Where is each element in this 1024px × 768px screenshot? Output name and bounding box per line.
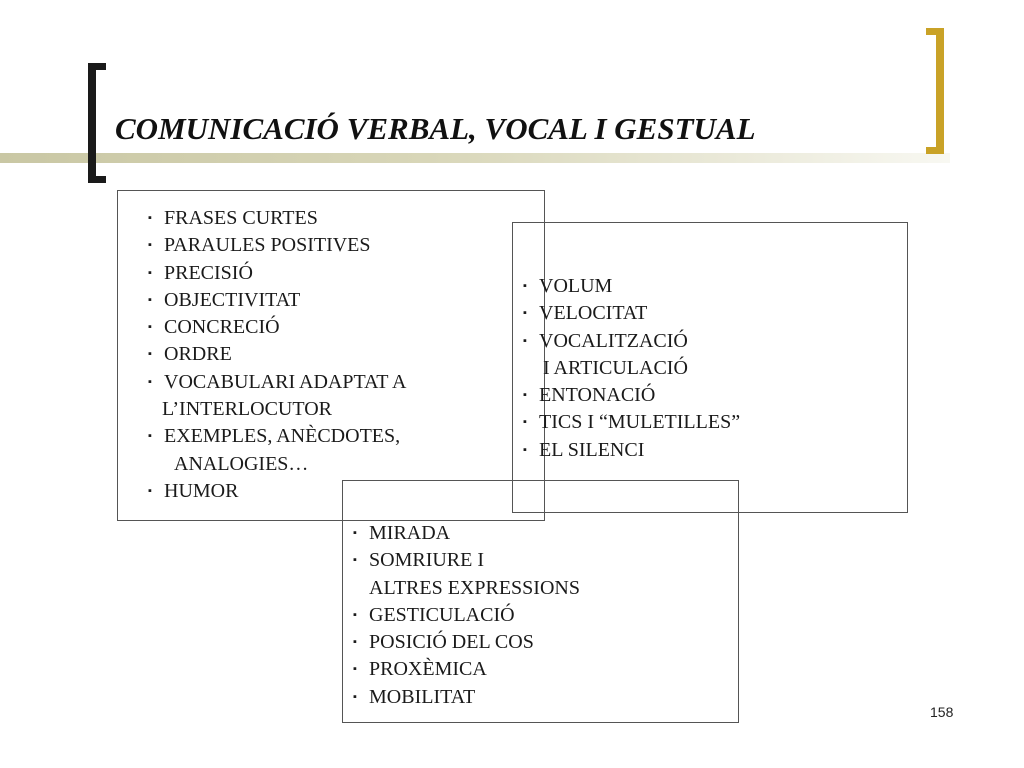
vocal-list: ▪VOLUM ▪VELOCITAT ▪VOCALITZACIÓ I ARTICU… [523,273,907,464]
decorative-header-line [0,153,950,163]
bullet-icon: ▪ [523,307,527,320]
bullet-icon: ▪ [353,608,357,621]
list-item-continuation: I ARTICULACIÓ [543,356,688,379]
list-item: ▪ENTONACIÓ [523,382,907,409]
bullet-icon: ▪ [523,443,527,456]
list-item: ▪MOBILITAT [353,684,738,711]
right-bracket-decoration [926,28,944,154]
page-number: 158 [930,704,954,720]
list-item: ▪VOLUM [523,273,907,300]
list-item: ▪HUMOR [148,478,544,505]
bullet-icon: ▪ [148,430,152,443]
bullet-icon: ▪ [148,321,152,334]
bullet-icon: ▪ [353,636,357,649]
list-item: ▪TICS I “MULETILLES” [523,409,907,436]
bullet-icon: ▪ [148,375,152,388]
bullet-icon: ▪ [148,484,152,497]
list-item: ▪VELOCITAT [523,300,907,327]
bullet-icon: ▪ [353,690,357,703]
vocal-communication-box: ▪VOLUM ▪VELOCITAT ▪VOCALITZACIÓ I ARTICU… [512,222,908,513]
list-item: ▪VOCALITZACIÓ [523,328,907,355]
list-item: ▪FRASES CURTES [148,205,544,232]
list-item-continuation: L’INTERLOCUTOR [162,398,332,421]
list-item: ▪OBJECTIVITAT [148,287,544,314]
bullet-icon: ▪ [148,348,152,361]
list-item: ▪EL SILENCI [523,437,907,464]
list-item: ▪GESTICULACIÓ [353,602,738,629]
gestural-communication-box: ▪MIRADA ▪SOMRIURE I ALTRES EXPRESSIONS ▪… [342,480,739,723]
list-item-continuation: ANALOGIES… [174,452,309,475]
bullet-icon: ▪ [523,389,527,402]
bullet-icon: ▪ [523,280,527,292]
verbal-communication-box: ▪FRASES CURTES ▪PARAULES POSITIVES ▪PREC… [117,190,545,521]
gestural-list: ▪MIRADA ▪SOMRIURE I ALTRES EXPRESSIONS ▪… [353,520,738,711]
list-item: ▪PRECISIÓ [148,260,544,287]
list-item: ▪POSICIÓ DEL COS [353,629,738,656]
list-item-continuation: ALTRES EXPRESSIONS [369,576,580,599]
list-item: ▪CONCRECIÓ [148,314,544,341]
bullet-icon: ▪ [148,212,152,224]
slide-title: COMUNICACIÓ VERBAL, VOCAL I GESTUAL [115,111,756,146]
bullet-icon: ▪ [148,239,152,252]
bullet-icon: ▪ [353,554,357,567]
list-item: ▪MIRADA [353,520,738,547]
list-item: ▪SOMRIURE I [353,547,738,574]
verbal-list: ▪FRASES CURTES ▪PARAULES POSITIVES ▪PREC… [148,205,544,505]
bullet-icon: ▪ [523,416,527,429]
bullet-icon: ▪ [148,266,152,279]
bullet-icon: ▪ [148,293,152,306]
list-item: ▪PARAULES POSITIVES [148,232,544,259]
list-item: ▪VOCABULARI ADAPTAT A [148,369,544,396]
list-item: ▪EXEMPLES, ANÈCDOTES, [148,423,544,450]
bullet-icon: ▪ [523,334,527,347]
bullet-icon: ▪ [353,663,357,676]
list-item: ▪PROXÈMICA [353,656,738,683]
list-item: ▪ORDRE [148,341,544,368]
left-bracket-decoration [88,63,106,183]
bullet-icon: ▪ [353,527,357,539]
